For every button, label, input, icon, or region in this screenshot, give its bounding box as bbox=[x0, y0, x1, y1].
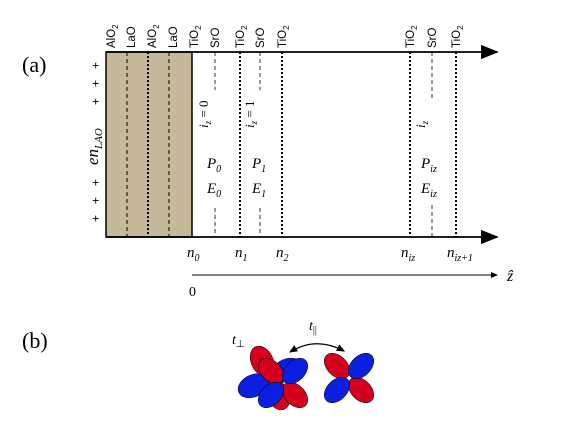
layer-label-tio2: TiO2 bbox=[405, 25, 419, 48]
polarization-label: P0 bbox=[206, 156, 221, 175]
z-axis-origin-label: 0 bbox=[189, 285, 196, 300]
layer-index-label: iz = 1 bbox=[242, 101, 259, 128]
t-parallel-label: t|| bbox=[309, 319, 317, 336]
layer-label-alo2: AlO2 bbox=[147, 24, 161, 48]
layer-labels: AlO2 LaO AlO2 LaO TiO2 SrO TiO2 SrO TiO2… bbox=[106, 24, 465, 48]
panel-b-label: (b) bbox=[22, 328, 48, 353]
plus-sign: + bbox=[92, 76, 99, 91]
layer-label-lao: LaO bbox=[168, 26, 180, 48]
position-label: n1 bbox=[235, 245, 248, 264]
position-label: n2 bbox=[276, 245, 289, 264]
polarization-label: Piz bbox=[420, 156, 437, 175]
surface-charge-plus-signs: + + + + + + bbox=[92, 58, 99, 226]
surface-charge-label: enLAO bbox=[83, 128, 105, 165]
plus-sign: + bbox=[92, 193, 99, 208]
layer-index-label: iz bbox=[413, 120, 430, 128]
d-orbital-front bbox=[258, 358, 308, 408]
field-label: E0 bbox=[206, 181, 221, 200]
polarization-label: P1 bbox=[251, 156, 266, 175]
orbital-lobe bbox=[282, 382, 308, 408]
plus-sign: + bbox=[92, 211, 99, 226]
orbital-lobe bbox=[258, 358, 284, 384]
position-label: niz+1 bbox=[447, 245, 473, 264]
layer-label-tio2: TiO2 bbox=[451, 25, 465, 48]
t-parallel-hopping-arrow bbox=[288, 343, 346, 353]
interface-position-labels: n0 n1 n2 niz niz+1 bbox=[187, 245, 473, 264]
field-label: E1 bbox=[251, 181, 266, 200]
layer-label-sro: SrO bbox=[427, 28, 439, 49]
plus-sign: + bbox=[92, 58, 99, 73]
layer-label-sro: SrO bbox=[210, 28, 222, 49]
panel-a-label: (a) bbox=[22, 52, 46, 77]
field-label: Eiz bbox=[420, 181, 437, 200]
position-label: n0 bbox=[187, 245, 200, 264]
plus-sign: + bbox=[92, 94, 99, 109]
layer-label-tio2: TiO2 bbox=[277, 25, 291, 48]
orbital-lobe bbox=[348, 377, 374, 403]
plus-sign: + bbox=[92, 175, 99, 190]
orbital-lobe bbox=[348, 353, 374, 379]
layer-label-alo2: AlO2 bbox=[106, 24, 120, 48]
orbital-lobe bbox=[282, 358, 308, 384]
orbital-lobe bbox=[324, 353, 350, 379]
d-orbital-neighbor bbox=[324, 353, 374, 403]
orbital-lobe bbox=[324, 377, 350, 403]
layer-label-lao: LaO bbox=[126, 26, 138, 48]
layer-label-sro: SrO bbox=[255, 28, 267, 49]
z-axis-label: ẑ bbox=[506, 268, 514, 285]
t-perp-label: t⊥ bbox=[232, 333, 245, 350]
layer-index-label: iz = 0 bbox=[196, 101, 213, 128]
layer-label-tio2: TiO2 bbox=[189, 25, 203, 48]
layer-label-tio2: TiO2 bbox=[235, 25, 249, 48]
position-label: niz bbox=[401, 245, 415, 264]
orbital-lobe bbox=[258, 382, 284, 408]
polarization-field-labels: P0 E0 P1 E1 Piz Eiz bbox=[206, 156, 437, 200]
